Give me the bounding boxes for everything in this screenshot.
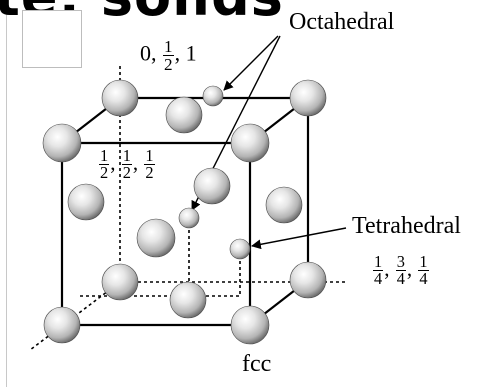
coord-center-z-num: 1	[145, 146, 154, 165]
corner-box	[22, 10, 82, 68]
coord-tetra-x-den: 4	[373, 269, 384, 289]
coord-tetra-x-num: 1	[374, 252, 383, 271]
coord-tetra-z: 1 4	[418, 252, 429, 289]
octahedral-site-center	[178, 207, 200, 229]
coord-tetra-y-num: 3	[396, 252, 405, 271]
coord-center-z: 1 2	[144, 146, 155, 183]
coord-center-sep-2: ,	[132, 150, 139, 175]
coord-center-sep-1: ,	[110, 150, 116, 175]
atom-front-bottom-right	[230, 305, 270, 345]
coord-center-y: 1 2	[121, 146, 132, 183]
atom-top-face-center	[165, 96, 203, 134]
coord-center-y-num: 1	[122, 146, 131, 165]
coord-center-z-den: 2	[144, 163, 155, 183]
coord-center-x: 1 2	[99, 146, 110, 183]
arrow-octa-to-top-site	[223, 35, 279, 91]
coord-center-x-den: 2	[99, 163, 110, 183]
coord-tetra-z-num: 1	[419, 252, 428, 271]
coord-center-y-den: 2	[121, 163, 132, 183]
coord-top: 0, 1 2 , 1	[140, 38, 197, 73]
coord-center-x-num: 1	[100, 146, 109, 165]
coord-tetra-sep-2: ,	[406, 256, 413, 281]
coord-tetra-z-den: 4	[418, 269, 429, 289]
coord-tetra-x: 1 4	[373, 252, 384, 289]
tetrahedral-site	[229, 238, 251, 260]
atom-back-face-center	[193, 167, 231, 205]
atom-front-bottom-left	[43, 306, 81, 344]
atom-right-face-center	[265, 186, 303, 224]
coord-top-y: 1 2	[163, 38, 174, 73]
atom-back-top-right	[289, 79, 327, 117]
atom-front-top-left	[42, 123, 82, 163]
coord-top-z: 1	[185, 40, 197, 66]
coord-tetra-y: 3 4	[395, 252, 406, 289]
coord-center: 1 2 , 1 2 , 1 2	[98, 146, 156, 183]
coord-tetra-sep-1: ,	[384, 256, 390, 281]
coord-tetra-y-den: 4	[395, 269, 406, 289]
label-tetrahedral: Tetrahedral	[352, 213, 461, 239]
atom-back-bottom-left	[101, 263, 139, 301]
coord-top-x: 0	[140, 40, 151, 66]
coord-top-sep-1: ,	[151, 40, 157, 66]
atom-bottom-face-center	[169, 281, 207, 319]
coord-top-sep-2: ,	[174, 40, 181, 66]
atom-left-face-center	[67, 183, 105, 221]
arrow-tetra-to-site	[251, 227, 347, 250]
atom-front-face-center	[136, 218, 176, 258]
coord-top-y-den: 2	[163, 55, 174, 75]
coord-top-y-num: 1	[164, 37, 173, 56]
label-fcc: fcc	[242, 351, 272, 377]
atom-front-top-right	[230, 123, 270, 163]
coord-tetra: 1 4 , 3 4 , 1 4	[372, 252, 430, 289]
octahedral-site-top	[202, 85, 224, 107]
atoms	[42, 79, 327, 345]
atom-back-top-left	[101, 79, 139, 117]
left-divider	[6, 0, 7, 387]
label-octahedral: Octahedral	[289, 9, 395, 35]
atom-back-bottom-right	[289, 261, 327, 299]
